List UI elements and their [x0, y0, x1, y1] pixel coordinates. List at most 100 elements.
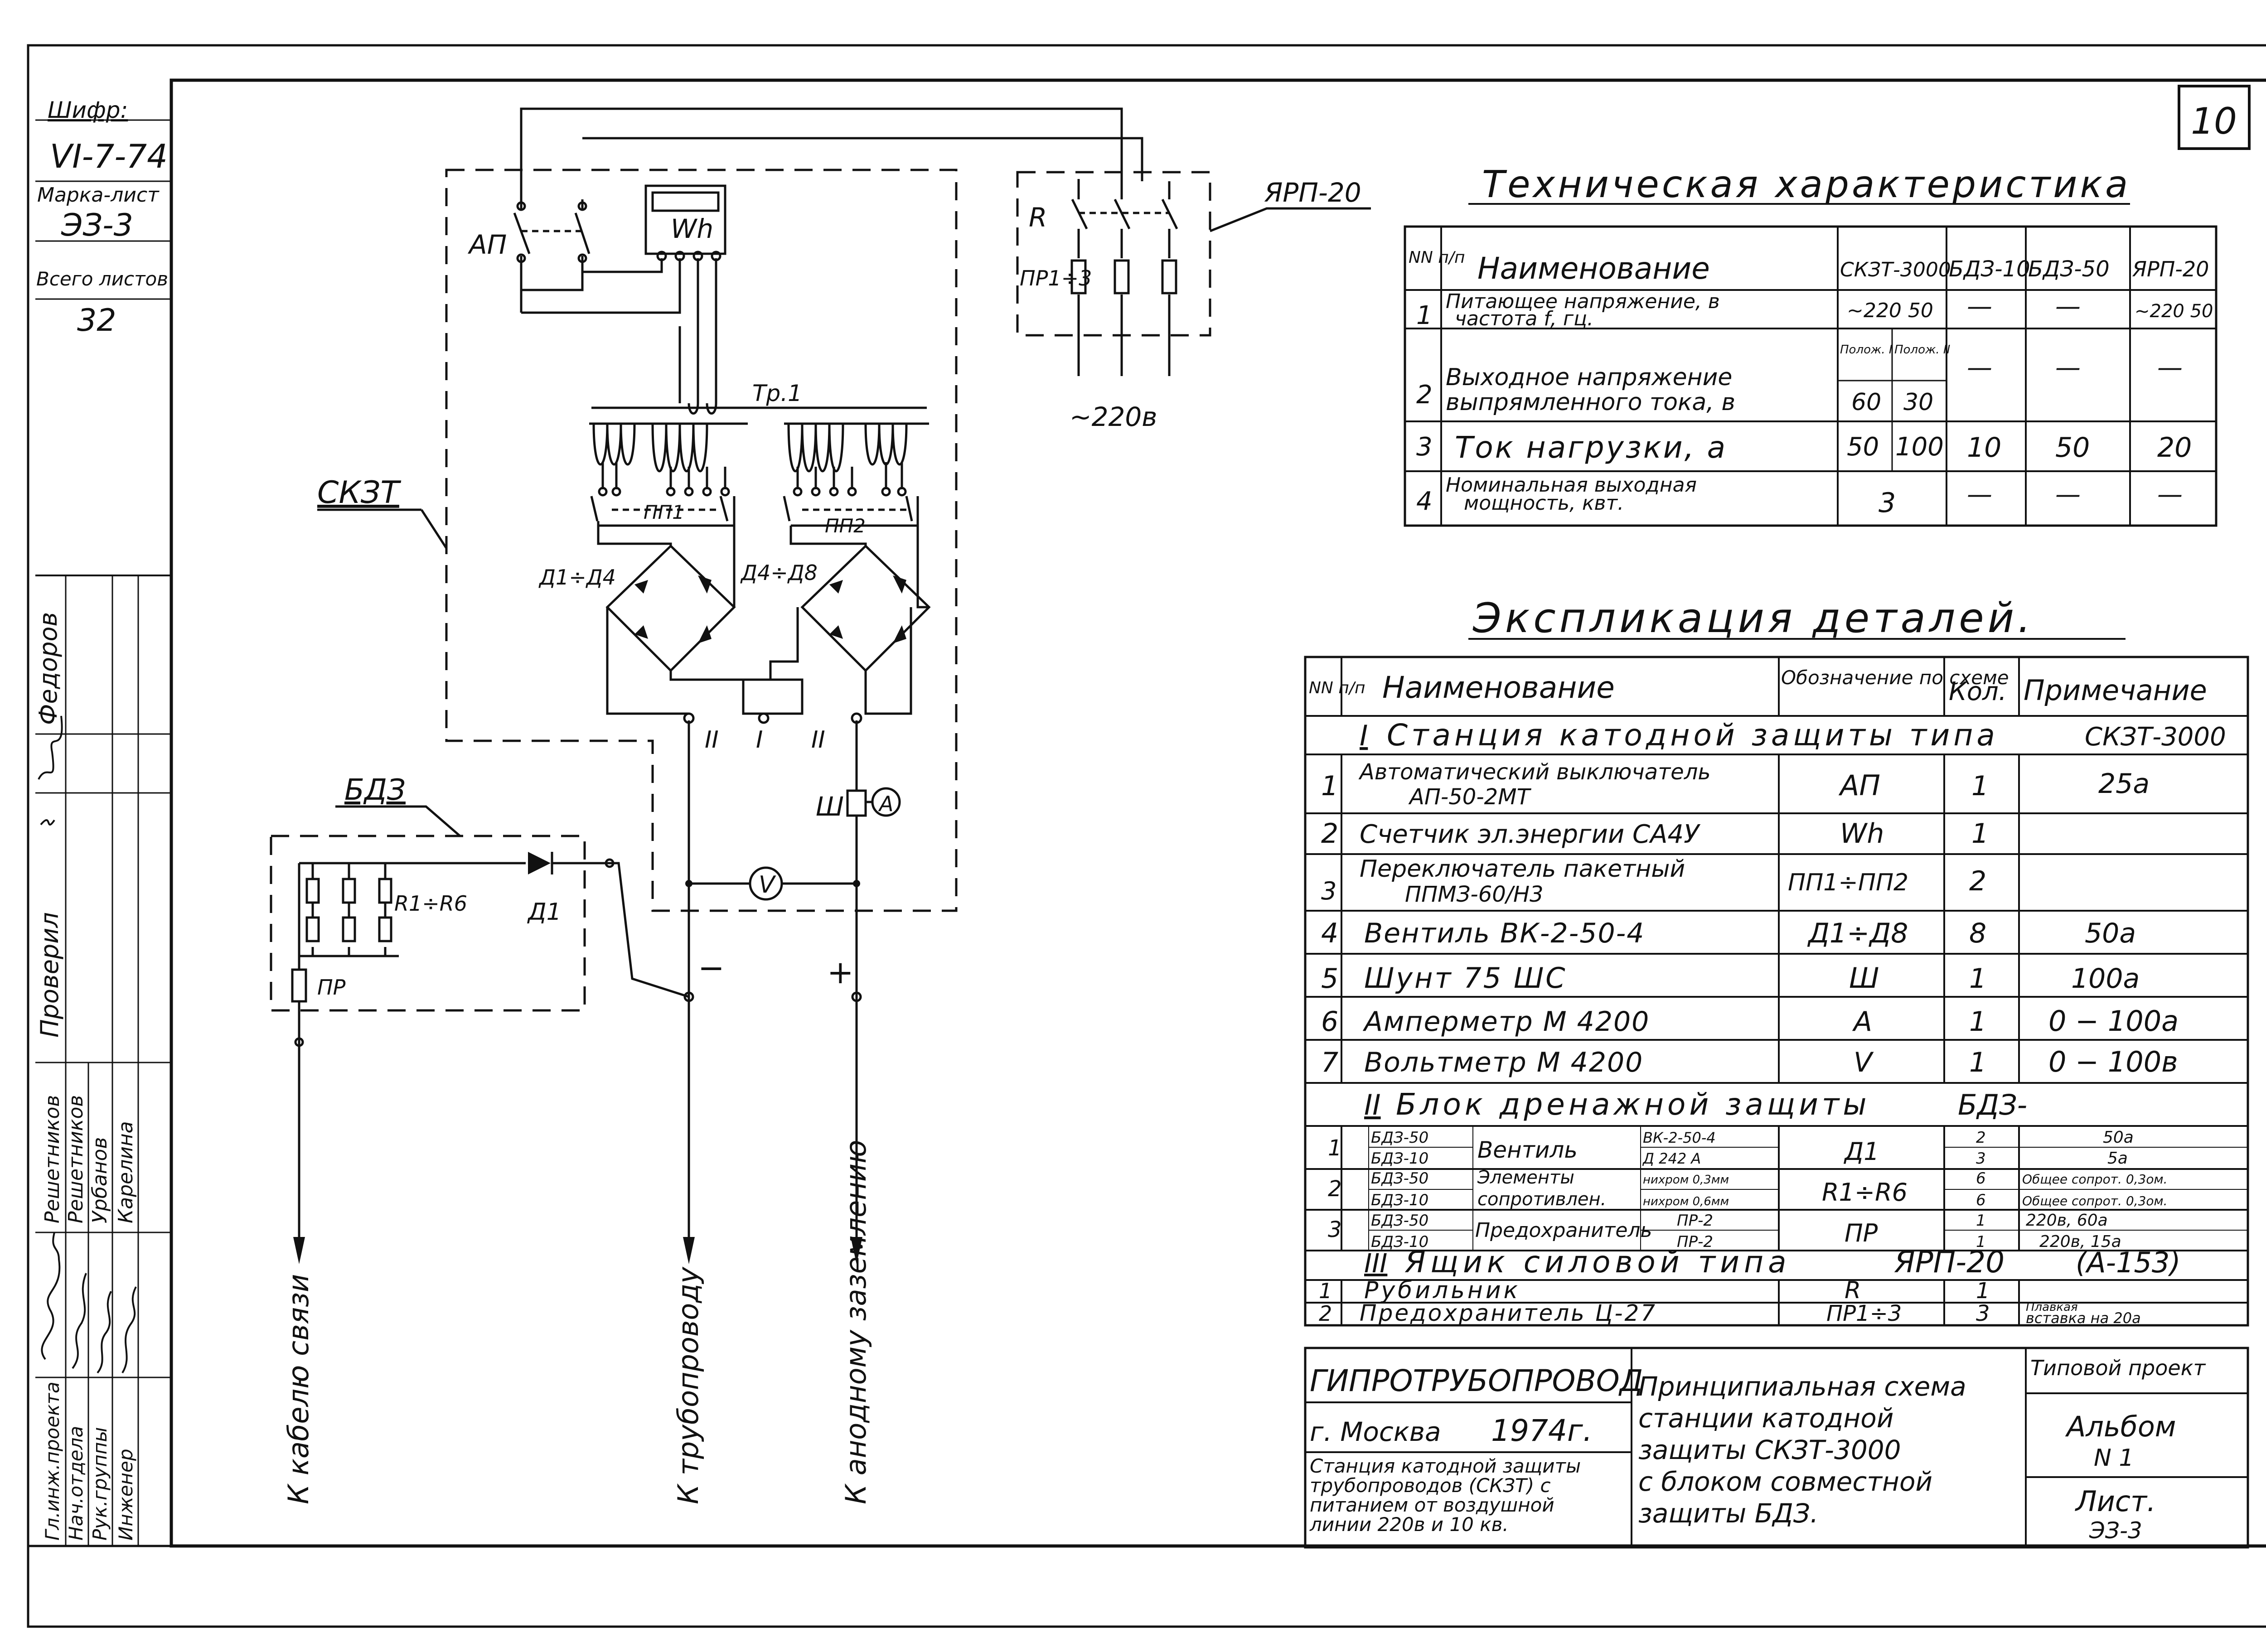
p2-r2-num: 2 — [1328, 1176, 1342, 1202]
pos-2b-label: II — [811, 726, 825, 754]
p2-r1-num: 1 — [1328, 1135, 1342, 1161]
p1-r6-code: A — [1852, 1006, 1872, 1038]
p2-r3-note-b: 220в, 15а — [2039, 1232, 2121, 1251]
tech-r2-b50: — — [2055, 353, 2081, 382]
parts-h-qty: Кол. — [1949, 677, 2007, 706]
bdz-boundary — [270, 835, 586, 1012]
p1-r2-num: 2 — [1321, 818, 1338, 850]
shunt-label: Ш — [816, 791, 844, 822]
p1-r6-note: 0 − 100а — [2048, 1005, 2179, 1038]
wh-meter — [644, 184, 726, 255]
p1-r5-name: Шунт 75 ШС — [1364, 961, 1567, 995]
pos-switch — [742, 678, 804, 715]
tech-h-num: NN п/п — [1409, 248, 1465, 267]
p2-r3-name: Предохранитель — [1475, 1219, 1652, 1242]
sec2-title: Блок дренажной защиты — [1396, 1087, 1870, 1122]
p2-r1-type-a: ВК-2-50-4 — [1643, 1129, 1716, 1146]
p2-r2-type-b: нихром 0,6мм — [1643, 1195, 1729, 1208]
tap-contacts — [598, 487, 907, 497]
transformer-right — [784, 422, 929, 489]
tb-desc-3: питанием от воздушной — [1310, 1494, 1554, 1516]
title-block: ГИПРОТРУБОПРОВОД г. Москва 1974г. Станци… — [1304, 1347, 2249, 1549]
p3-r2-num: 2 — [1319, 1301, 1332, 1326]
d1d4-label: Д1÷Д4 — [538, 565, 616, 589]
tr1-label: Тр.1 — [752, 380, 802, 406]
p1-r2-qty: 1 — [1971, 818, 1989, 850]
voltmeter — [749, 866, 783, 901]
name-3: Урбанов — [88, 1137, 111, 1223]
arrow-pipe — [683, 1237, 695, 1264]
out-cable-label: К кабелю связи — [282, 1274, 315, 1504]
p1-r1-note: 25а — [2098, 768, 2150, 800]
resistor-bank — [305, 863, 392, 956]
p2-r3-note-a: 220в, 60а — [2026, 1211, 2108, 1230]
yrp20-boundary — [1016, 171, 1211, 337]
p1-r3-num: 3 — [1321, 877, 1336, 905]
p2-r1-var-a: БДЗ-50 — [1371, 1129, 1428, 1147]
tech-r1-name1: Питающее напряжение, в — [1446, 290, 1720, 313]
p2-r1-type-b: Д 242 А — [1642, 1150, 1701, 1167]
p2-r2-name1: Элементы — [1477, 1167, 1574, 1188]
skzt-label: СКЗТ — [317, 475, 401, 511]
pp1-label: ПП1 — [644, 501, 684, 523]
p1-r4-qty: 8 — [1969, 918, 1986, 949]
pp1-switch — [590, 496, 736, 527]
p2-r3-code: ПР — [1845, 1219, 1878, 1247]
tb-desc-1: Станция катодной защиты — [1310, 1455, 1581, 1477]
sec2-type: БДЗ- — [1958, 1088, 2027, 1121]
tech-r3-yrp: 20 — [2157, 432, 2192, 464]
arrow-anode — [851, 1237, 862, 1264]
p1-r6-name: Амперметр М 4200 — [1362, 1006, 1650, 1038]
p2-r3-var-b: БДЗ-10 — [1371, 1233, 1428, 1251]
p1-r5-num: 5 — [1321, 963, 1338, 995]
p3-r2-code: ПР1÷3 — [1826, 1301, 1902, 1326]
p1-r2-name: Счетчик эл.энергии СА4У — [1360, 820, 1701, 849]
name-1: Решетников — [41, 1095, 64, 1223]
tech-r3-name: Ток нагрузки, а — [1455, 430, 1727, 465]
p1-r1-num: 1 — [1321, 770, 1338, 802]
tech-r4-num: 4 — [1416, 487, 1433, 516]
pr13-label: ПР1÷3 — [1020, 266, 1092, 290]
sec1-type: СКЗТ-3000 — [2085, 722, 2226, 752]
tech-r3-pos1: 50 — [1847, 432, 1879, 462]
p1-r3-code: ПП1÷ПП2 — [1788, 869, 1908, 896]
v220-label: ~220в — [1070, 401, 1157, 432]
tb-year: 1974г. — [1491, 1413, 1593, 1448]
bdz-label: БДЗ — [344, 773, 406, 807]
name-2: Решетников — [64, 1095, 87, 1223]
ap-breaker — [513, 199, 591, 313]
skzt-boundary — [445, 169, 958, 912]
tech-r2-num: 2 — [1416, 380, 1433, 410]
d1-label: Д1 — [527, 898, 562, 926]
p1-r3-name1: Переключатель пакетный — [1360, 855, 1685, 883]
tb-drawing-3: защиты СКЗТ-3000 — [1638, 1435, 1901, 1465]
tech-r2-pos1-head: Полож. I — [1840, 343, 1893, 357]
pr-label: ПР — [317, 975, 346, 1000]
tb-city: г. Москва — [1310, 1416, 1441, 1447]
bdz-diode — [528, 852, 551, 874]
checked-label: Проверил — [35, 912, 64, 1038]
stamp-cipher-value: VI-7-74 — [50, 137, 168, 175]
p2-r2-var-a: БДЗ-50 — [1371, 1169, 1428, 1188]
p1-r4-note: 50а — [2085, 918, 2136, 949]
plus-label: + — [827, 954, 854, 991]
tech-r4-name1: Номинальная выходная — [1446, 473, 1697, 497]
tech-r4-skzt: 3 — [1879, 487, 1896, 519]
tech-r2-name2: выпрямленного тока, в — [1446, 389, 1735, 416]
p3-r1-code: R — [1845, 1277, 1861, 1304]
approvals-block: Проверил Федоров Гл.инж.проекта Нач.отде… — [34, 575, 171, 1546]
sec2-roman: II — [1364, 1088, 1381, 1121]
p2-r2-qty-a: 6 — [1976, 1169, 1986, 1188]
p1-r6-qty: 1 — [1969, 1006, 1986, 1038]
tb-desc-4: линии 220в и 10 кв. — [1309, 1513, 1509, 1536]
tb-drawing-2: станции катодной — [1638, 1403, 1894, 1434]
rectifier-diodes — [634, 575, 906, 643]
role-3: Рук.группы — [89, 1427, 111, 1541]
p3-r2-note1: Плавкая — [2026, 1300, 2078, 1314]
p2-r3-var-a: БДЗ-50 — [1371, 1212, 1428, 1230]
tb-album-label: Альбом — [2065, 1410, 2176, 1443]
sheet-number: 10 — [2191, 100, 2237, 142]
yrp20-label: ЯРП-20 — [1264, 177, 1361, 208]
p2-r1-note-b: 5а — [2107, 1149, 2128, 1168]
